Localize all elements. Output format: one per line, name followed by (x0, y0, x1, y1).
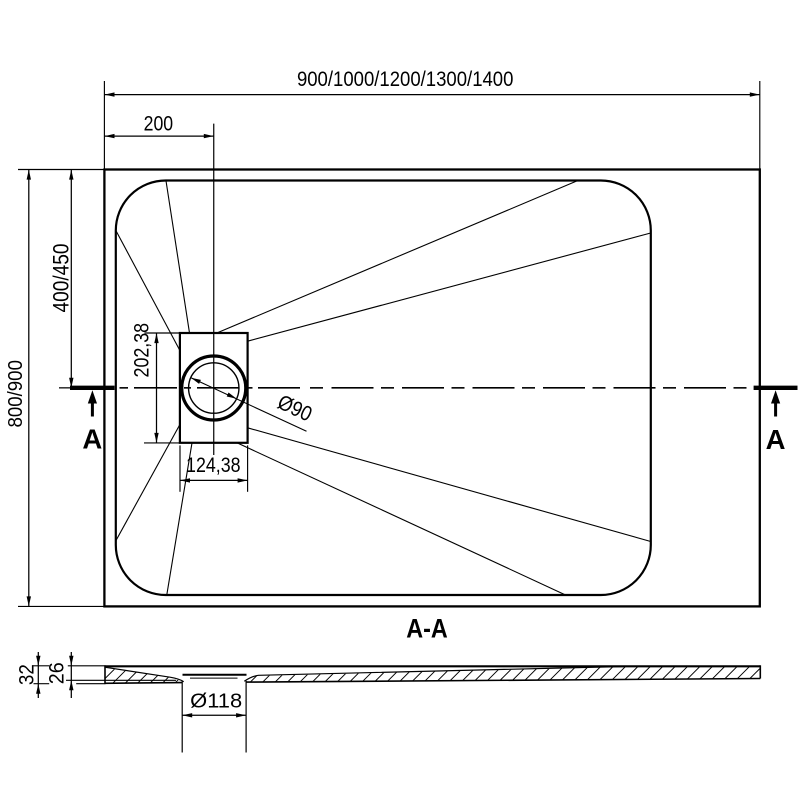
svg-text:400/450: 400/450 (48, 244, 73, 313)
svg-text:32: 32 (16, 664, 39, 685)
svg-text:A: A (766, 424, 786, 455)
svg-text:202,38: 202,38 (130, 323, 154, 378)
svg-text:A: A (82, 424, 102, 455)
svg-text:Ø118: Ø118 (190, 690, 242, 713)
svg-text:A-A: A-A (406, 613, 448, 643)
svg-text:26: 26 (46, 662, 69, 684)
svg-text:800/900: 800/900 (5, 360, 27, 428)
svg-text:124,38: 124,38 (186, 454, 241, 477)
svg-text:900/1000/1200/1300/1400: 900/1000/1200/1300/1400 (297, 68, 514, 91)
svg-text:200: 200 (144, 113, 174, 136)
